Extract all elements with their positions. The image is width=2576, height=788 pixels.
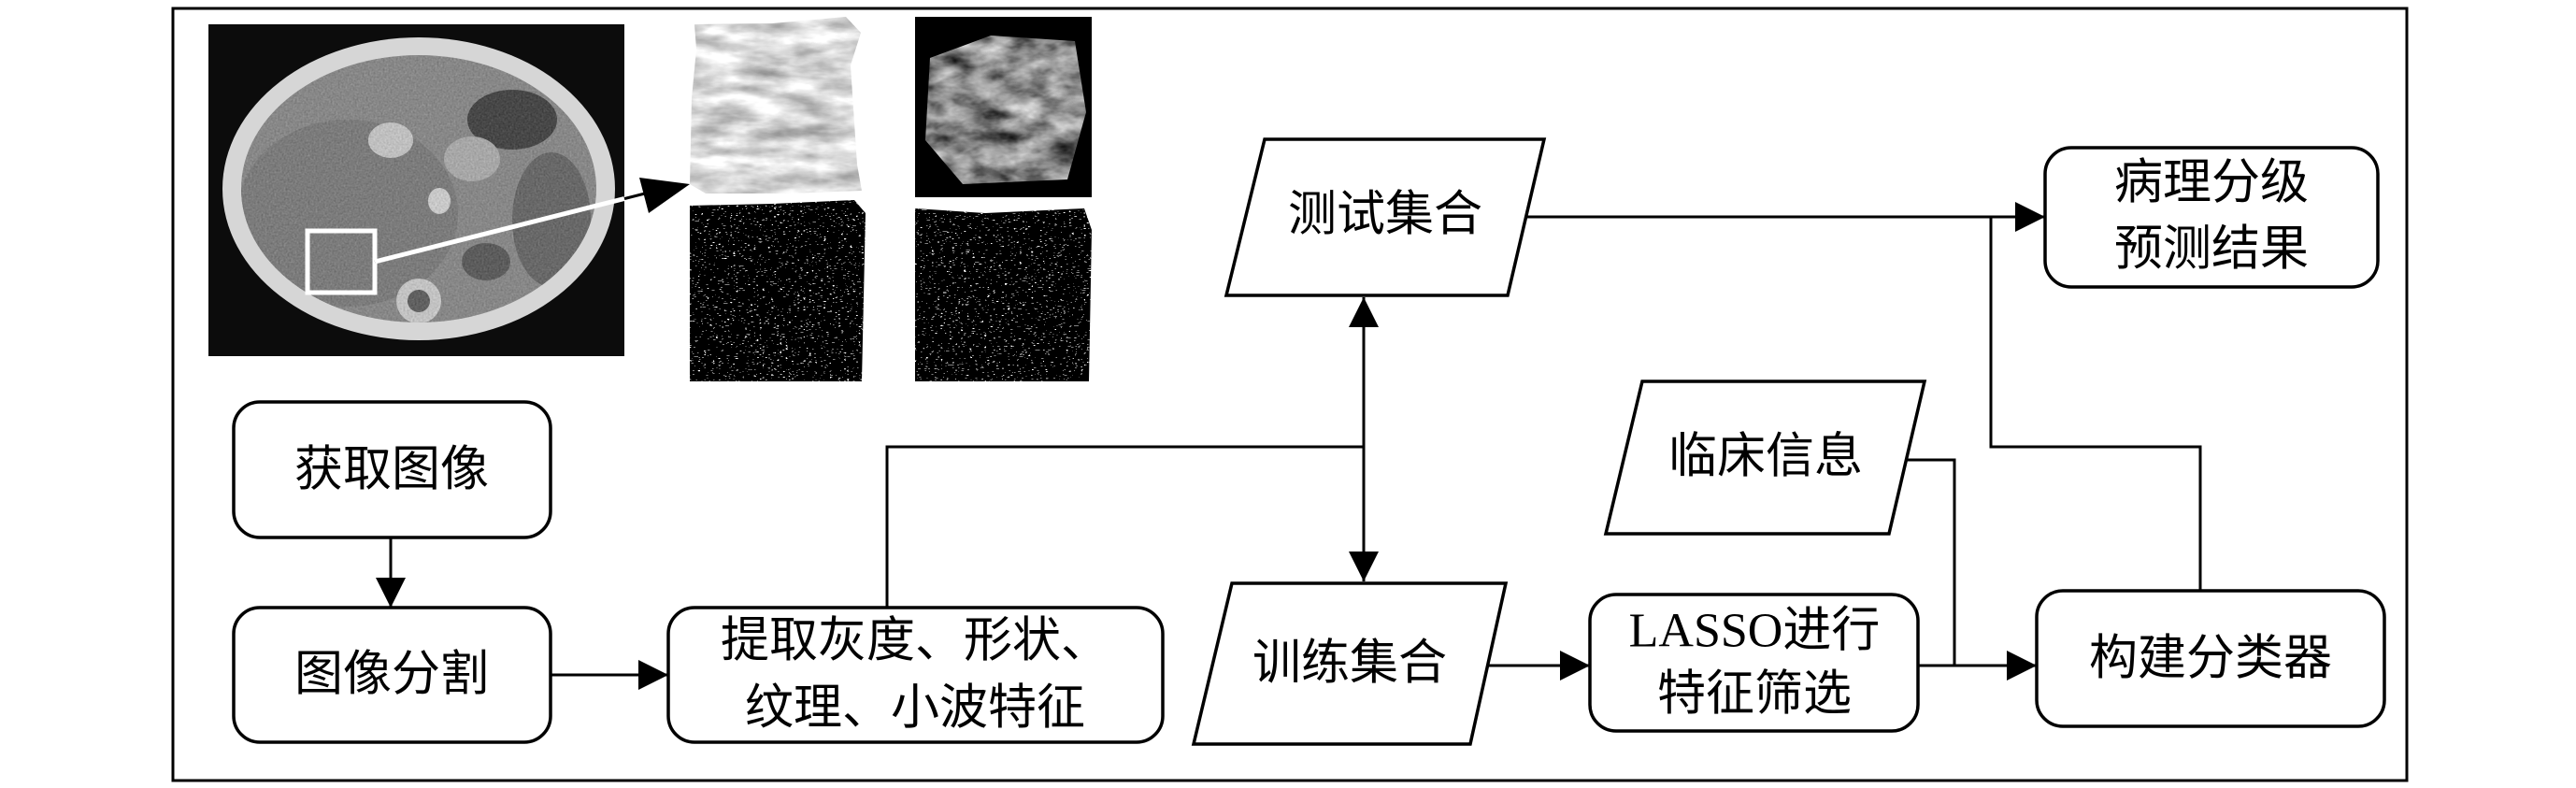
texture-gray-patch	[690, 17, 862, 193]
node-extract-features-box	[666, 606, 1165, 744]
node-clinical-info-shape	[1603, 380, 1927, 536]
node-test-set: 测试集合	[1224, 137, 1547, 297]
node-extract-features-label-line-1: 提取灰度、形状、	[721, 615, 1109, 668]
node-train-set: 训练集合	[1191, 581, 1509, 746]
texture-speckle-patch-1	[690, 200, 866, 381]
outer-frame	[171, 7, 2409, 782]
texture-cloud-patch	[925, 36, 1086, 184]
edge-clinical-to-classifier	[1906, 458, 1956, 666]
node-train-set-label: 训练集合	[1252, 638, 1447, 691]
edge-extract-to-split	[885, 445, 1364, 608]
node-test-set-label: 测试集合	[1288, 189, 1482, 242]
node-prediction-label-line-2: 预测结果	[2114, 223, 2309, 277]
edges	[376, 202, 2202, 690]
node-prediction-box	[2043, 146, 2380, 289]
node-prediction: 病理分级 预测结果	[2043, 146, 2380, 289]
mri-grain	[241, 55, 596, 322]
node-train-set-shape	[1191, 581, 1509, 746]
node-lasso-label-line-1: LASSO进行	[1629, 605, 1881, 658]
roi-pointer-line-inner	[374, 196, 625, 265]
node-segment-image-box	[232, 606, 552, 744]
node-get-image: 获取图像	[232, 400, 552, 539]
node-segment-image: 图像分割	[232, 606, 552, 744]
node-build-classifier: 构建分类器	[2035, 589, 2386, 728]
texture-thumbnails	[690, 17, 1092, 381]
node-lasso-label-line-2: 特征筛选	[1657, 668, 1852, 722]
node-get-image-box	[232, 400, 552, 539]
texture-speckle-patch-2	[915, 208, 1092, 381]
node-build-classifier-box	[2035, 589, 2386, 728]
node-build-classifier-label: 构建分类器	[2089, 633, 2332, 686]
node-get-image-label: 获取图像	[294, 444, 489, 497]
node-lasso: LASSO进行 特征筛选	[1588, 593, 1920, 733]
node-extract-features-label-line-2: 纹理、小波特征	[745, 682, 1085, 736]
node-clinical-info: 临床信息	[1603, 380, 1927, 536]
node-clinical-info-label: 临床信息	[1668, 431, 1863, 484]
mri-image	[208, 24, 624, 356]
node-segment-image-label: 图像分割	[294, 649, 489, 702]
node-test-set-shape	[1224, 137, 1547, 297]
node-extract-features: 提取灰度、形状、 纹理、小波特征	[666, 606, 1165, 744]
node-prediction-label-line-1: 病理分级	[2114, 157, 2309, 210]
mri-organs	[241, 55, 596, 322]
edge-classifier-to-prediction	[1989, 217, 2202, 591]
roi-pointer-arrowhead	[639, 178, 690, 213]
node-lasso-box	[1588, 593, 1920, 733]
